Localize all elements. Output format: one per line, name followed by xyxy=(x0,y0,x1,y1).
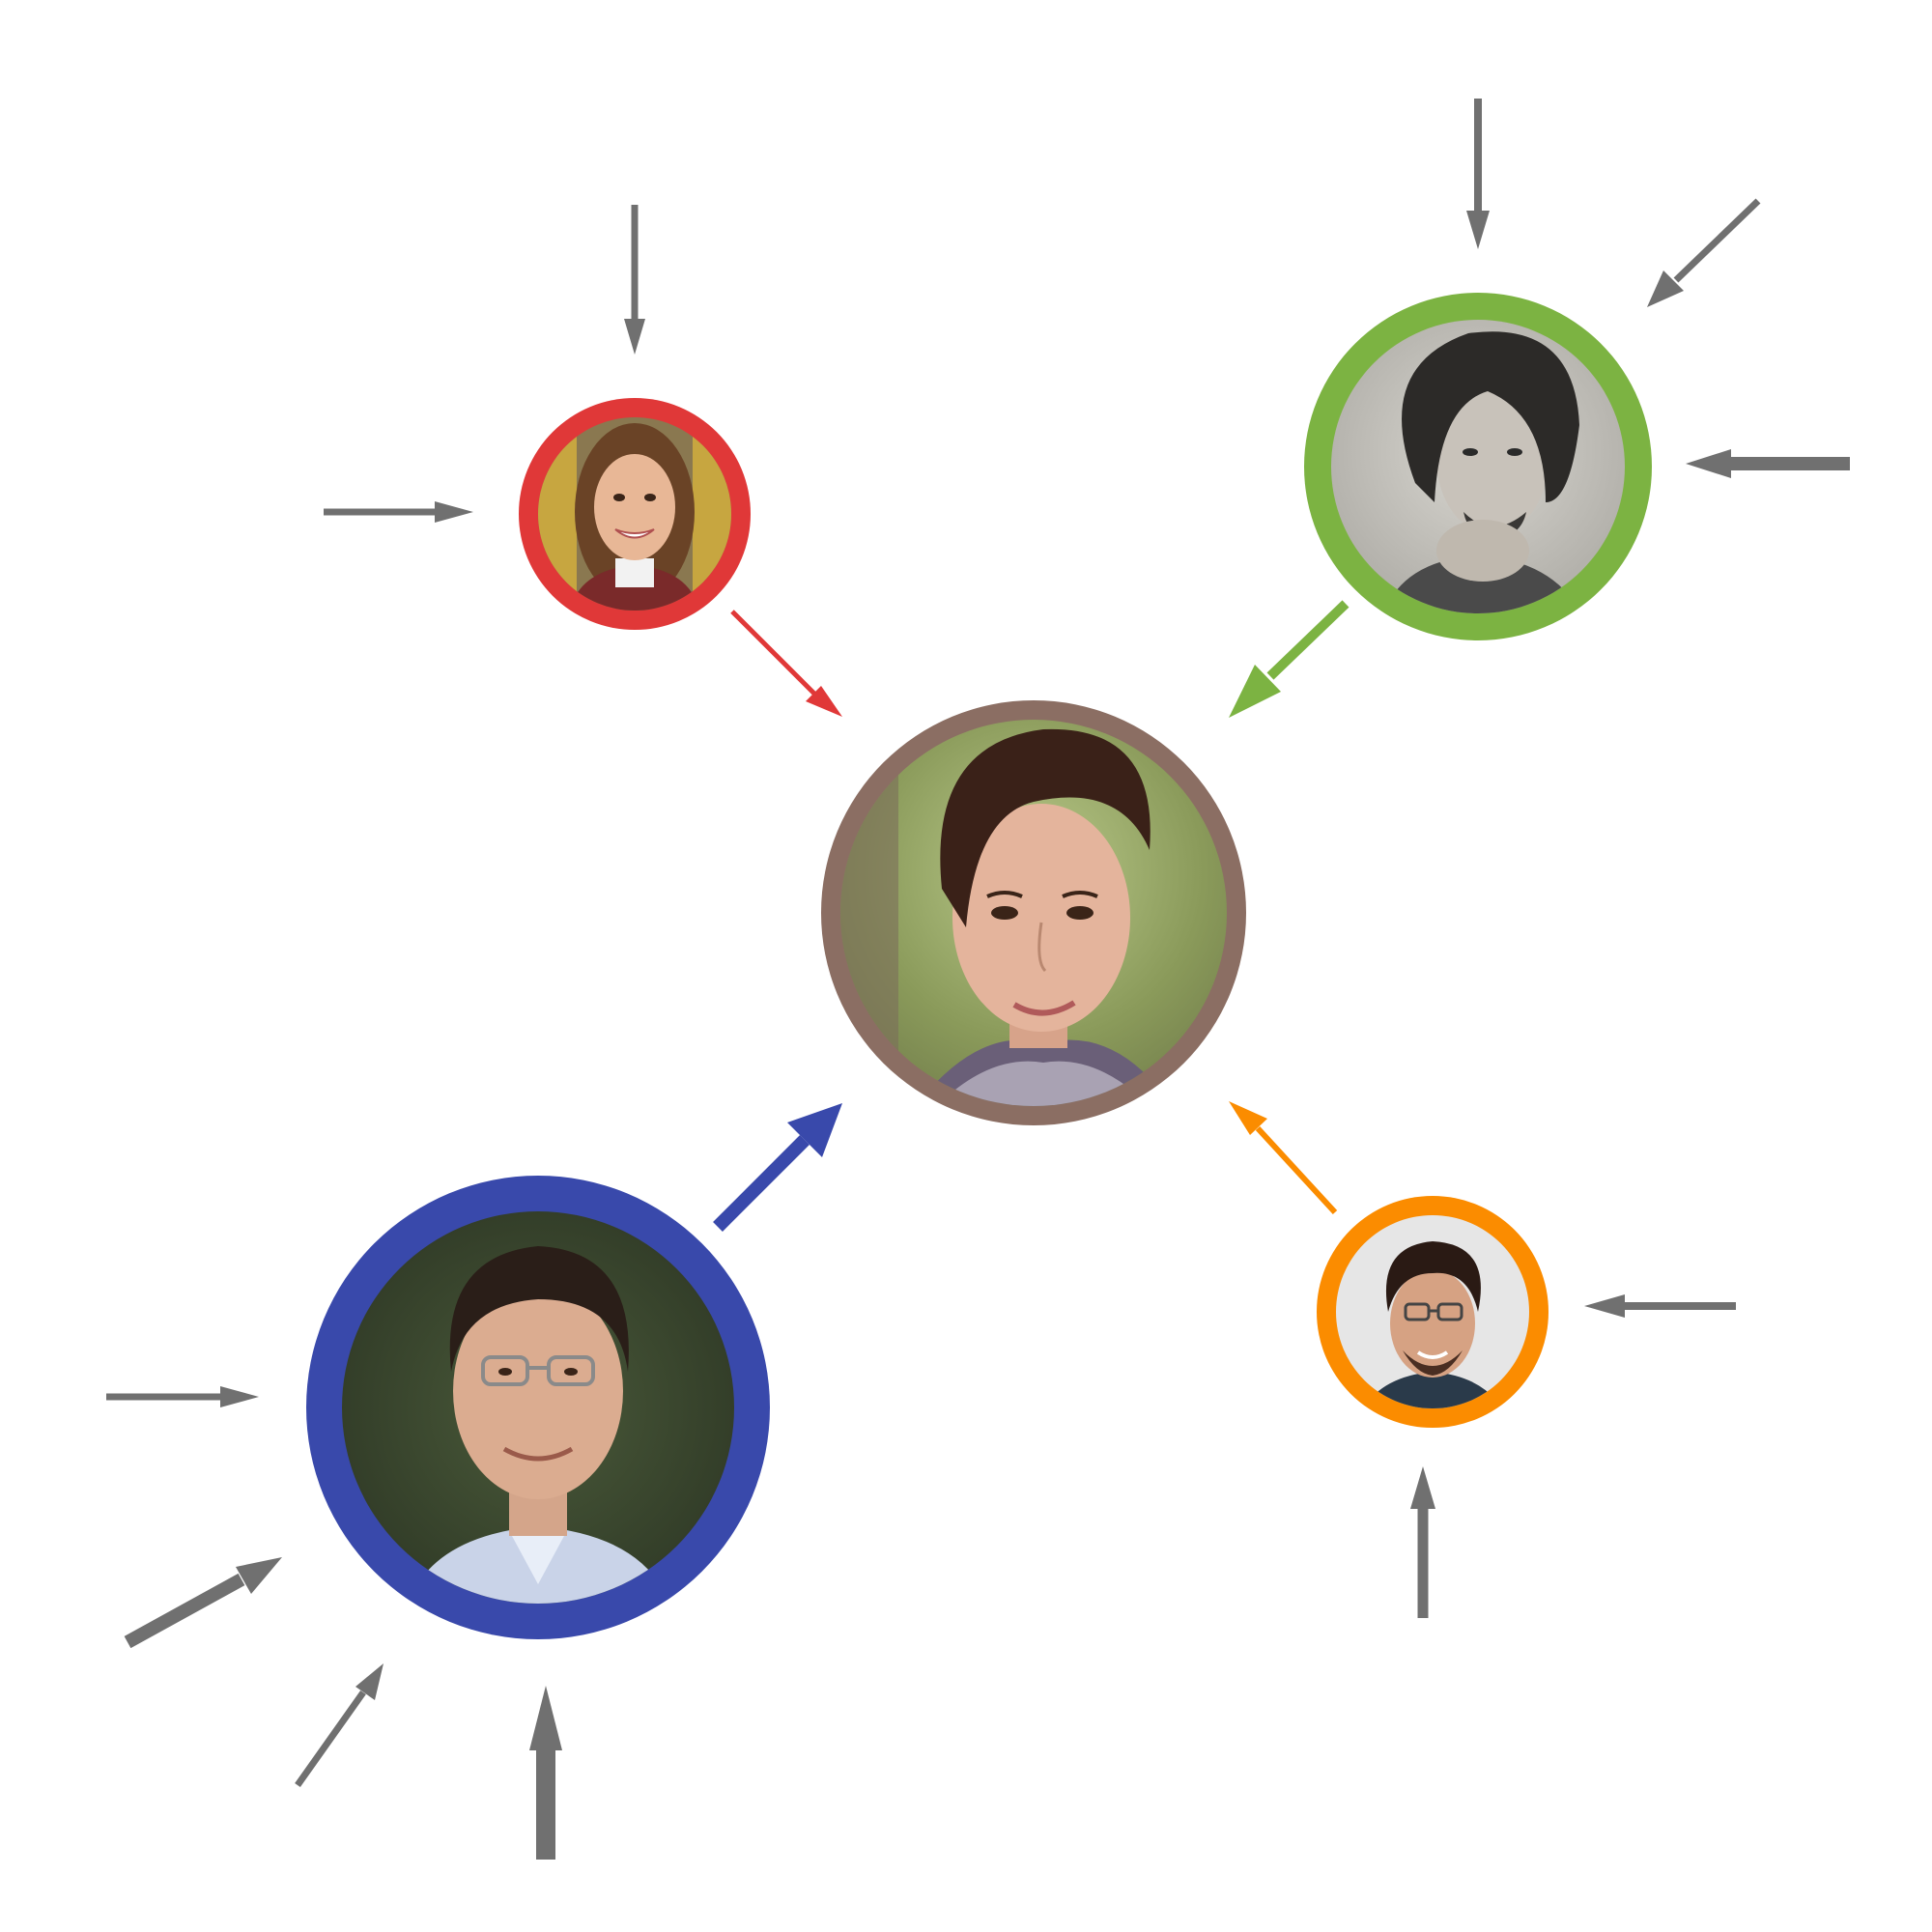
external-arrow-orange-bottom xyxy=(1410,1466,1435,1618)
link-orange-to-center xyxy=(1229,1101,1338,1215)
external-arrow-green-top-right xyxy=(1647,198,1761,307)
node-center[interactable] xyxy=(821,700,1246,1125)
link-red-to-center xyxy=(730,610,842,717)
node-green[interactable] xyxy=(1304,293,1652,640)
external-arrow-blue-lower-left-thick xyxy=(124,1557,282,1649)
influence-links xyxy=(713,600,1350,1232)
link-green-to-center xyxy=(1229,600,1350,718)
external-arrow-green-right xyxy=(1686,449,1850,478)
node-orange[interactable] xyxy=(1317,1196,1548,1428)
external-arrow-blue-left xyxy=(106,1386,259,1407)
orange-person-photo xyxy=(1336,1215,1529,1408)
red-person-photo xyxy=(538,417,731,611)
external-arrow-blue-lower-left-thin xyxy=(295,1663,384,1788)
external-arrow-green-top xyxy=(1466,99,1490,249)
green-person-photo xyxy=(1331,320,1625,613)
node-red[interactable] xyxy=(519,398,751,630)
external-arrow-blue-bottom xyxy=(529,1686,562,1860)
node-blue[interactable] xyxy=(306,1176,770,1639)
blue-person-photo xyxy=(342,1211,734,1604)
external-arrow-red-top xyxy=(624,205,645,355)
external-arrow-red-left xyxy=(324,501,473,523)
external-arrow-orange-right xyxy=(1584,1294,1736,1318)
external-input-arrows xyxy=(106,99,1850,1860)
link-blue-to-center xyxy=(713,1103,842,1232)
